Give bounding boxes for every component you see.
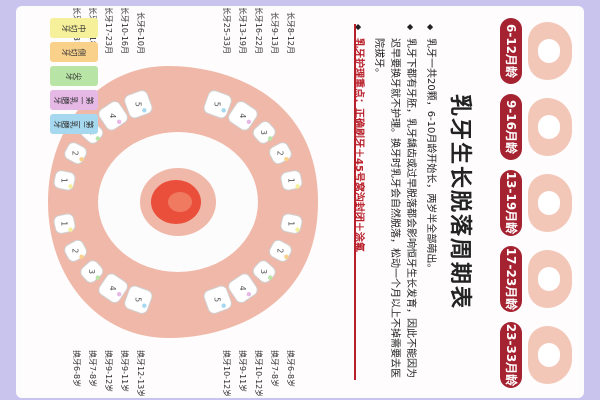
tooth-color-dot: [95, 275, 100, 280]
lower-shed-label: 换牙9-12岁: [104, 350, 114, 392]
page-title: 乳牙生长脱落周期表: [447, 93, 472, 310]
age-column: 17-23月龄: [488, 242, 578, 316]
tooth-number: 2: [71, 248, 80, 253]
upper-eruption-label: 长牙13-19月: [238, 8, 248, 54]
document-frame: 6-12月龄 9-16月龄 13-19月龄 17-23月龄 23-33月龄 乳牙…: [16, 6, 584, 398]
tooth-number: 3: [87, 269, 96, 274]
legend-item: 中切牙: [50, 18, 98, 38]
tooth-chart-sheet: 6-12月龄 9-16月龄 13-19月龄 17-23月龄 23-33月龄 乳牙…: [22, 8, 578, 396]
upper-eruption-label: 长牙9-13月: [270, 12, 280, 54]
upper-shed-label: 换牙9-11岁: [238, 350, 248, 392]
upper-shed-label: 换牙10-12岁: [222, 350, 232, 396]
tooth-color-dot: [95, 136, 100, 141]
tooth-color-dot: [295, 184, 300, 189]
age-column: 9-16月龄: [488, 90, 578, 164]
mini-jaw-icon: [528, 326, 572, 384]
age-strip: 6-12月龄 9-16月龄 13-19月龄 17-23月龄 23-33月龄: [490, 8, 578, 396]
upper-shed-label: 换牙10-12岁: [254, 350, 264, 396]
legend-item: 侧切牙: [50, 42, 98, 62]
upper-shed-label: 换牙6-8岁: [286, 350, 296, 387]
age-badge: 17-23月龄: [500, 246, 522, 312]
tooth-number: 4: [108, 113, 117, 118]
age-badge: 6-12月龄: [500, 18, 522, 84]
tooth-number: 2: [275, 151, 284, 156]
legend-item: 尖牙: [50, 66, 98, 86]
lower-shed-label: 换牙7-8岁: [88, 350, 98, 387]
tooth-number: 1: [286, 178, 295, 183]
tooth-color-dot: [284, 254, 289, 260]
mini-jaw-icon: [528, 174, 572, 232]
age-column: 6-12月龄: [488, 14, 578, 88]
legend-item: 第二乳磨牙: [50, 114, 98, 134]
tooth-color-dot: [116, 119, 122, 124]
tooth-color-dot: [142, 108, 147, 113]
tooth-color-dot: [246, 119, 252, 124]
tooth-color-dot: [116, 292, 122, 297]
age-badge: 13-19月龄: [500, 170, 522, 236]
tooth-number: 4: [108, 286, 117, 291]
tooth-number: 2: [71, 151, 80, 156]
tooth-number: 3: [259, 269, 268, 274]
tooth-number: 1: [286, 221, 295, 226]
tooth-number: 5: [133, 297, 142, 302]
mini-jaw-icon: [528, 22, 572, 80]
mini-jaw-icon: [528, 250, 572, 308]
tooth-color-dot: [246, 292, 252, 297]
tooth-number: 1: [60, 178, 69, 183]
teeth-group: 54321123455432112345: [53, 90, 303, 314]
care-tips: 乳牙护理重点：正确刷牙＋45号窝沟封闭＋涂氟: [350, 24, 366, 384]
bullet-item: 乳牙一共20颗，6-10月龄开始长，两岁半全部萌出。: [422, 24, 438, 384]
mini-jaw-icon: [528, 98, 572, 156]
tooth-color-dot: [284, 156, 289, 162]
tooth-number: 3: [259, 130, 268, 135]
tooth-diagram: 54321123455432112345 长牙8-12月换牙6-8岁长牙6-10…: [48, 8, 318, 396]
tooth-number: 2: [275, 248, 284, 253]
lower-eruption-label: 长牙6-10月: [136, 12, 146, 54]
upper-eruption-label: 长牙16-22月: [254, 8, 264, 54]
age-column: 13-19月龄: [488, 166, 578, 240]
age-badge: 9-16月龄: [500, 94, 522, 160]
lower-eruption-label: 长牙17-23月: [104, 8, 114, 54]
tooth-color-dot: [68, 227, 73, 232]
tooth-color-dot: [142, 303, 147, 308]
legend-item: 第一乳磨牙: [50, 90, 98, 110]
tooth-number: 5: [213, 102, 222, 107]
age-badge: 23-33月龄: [500, 322, 522, 388]
lower-shed-label: 换牙12-13岁: [136, 350, 146, 396]
tooth-color-dot: [68, 184, 73, 189]
age-column: 23-33月龄: [488, 318, 578, 392]
tooth-color-dot: [221, 108, 226, 113]
tooth-color-dot: [268, 275, 273, 280]
bullet-item: 乳牙下都有牙胚，乳牙龋齿或过早脱落都会影响恒牙生长发育，因此不能因为迟早要换牙就…: [370, 24, 418, 384]
tooth-number: 4: [238, 113, 247, 118]
lower-eruption-label: 长牙10-16月: [120, 8, 130, 54]
tooth-color-dot: [295, 227, 300, 232]
tooth-number: 4: [238, 286, 247, 291]
tooth-number: 5: [213, 297, 222, 302]
tooth-color-dot: [79, 254, 84, 260]
upper-eruption-label: 长牙25-33月: [222, 8, 232, 54]
tongue-highlight: [168, 192, 192, 212]
bullet-list: 乳牙一共20颗，6-10月龄开始长，两岁半全部萌出。 乳牙下都有牙胚，乳牙龋齿或…: [346, 24, 438, 384]
lower-shed-label: 换牙6-8岁: [72, 350, 82, 387]
divider: [354, 24, 356, 380]
tooth-color-dot: [221, 303, 226, 308]
lower-shed-label: 换牙9-11岁: [120, 350, 130, 392]
legend: 中切牙 侧切牙 尖牙 第一乳磨牙 第二乳磨牙: [38, 18, 98, 218]
tooth-number: 5: [133, 102, 142, 107]
tooth-color-dot: [268, 136, 273, 141]
tooth-color-dot: [79, 156, 84, 162]
upper-eruption-label: 长牙8-12月: [286, 12, 296, 54]
upper-shed-label: 换牙7-8岁: [270, 350, 280, 387]
tooth-number: 1: [60, 221, 69, 226]
